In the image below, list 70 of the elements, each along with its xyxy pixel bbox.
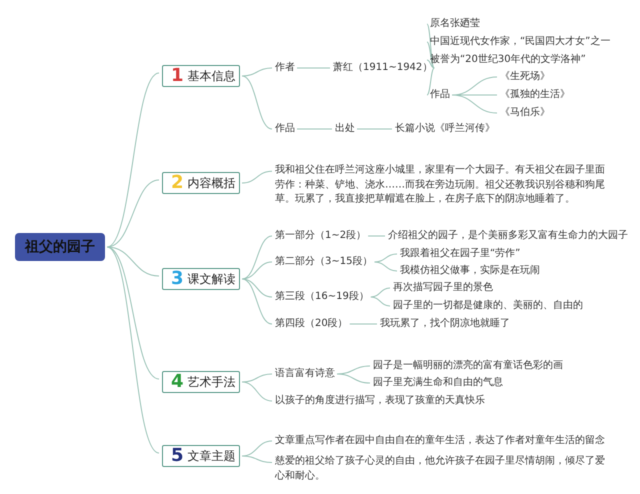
topic-text: 萧红（1911~1942）	[333, 60, 432, 76]
branch-title: 文章主题	[188, 448, 236, 464]
connector-line	[452, 94, 498, 114]
connector-line	[242, 236, 272, 280]
topic-text: 第三段（16~19段）	[275, 290, 369, 304]
branch-box	[162, 65, 240, 87]
connector-line	[426, 60, 435, 68]
connector-line	[374, 262, 398, 272]
topic-text: 语言富有诗意	[275, 366, 335, 382]
topic-text: 作品	[430, 88, 450, 102]
topic-text: 园子里充满生命和自由的气息	[373, 376, 503, 390]
connector-line	[242, 278, 272, 298]
topic-text: 以孩子的角度进行描写，表现了孩童的天真快乐	[275, 394, 485, 408]
section-number: 1	[171, 67, 184, 85]
connector-line	[106, 180, 160, 248]
connector-line	[106, 246, 160, 276]
section-number: 5	[171, 447, 184, 465]
topic-text: 作品	[275, 122, 295, 136]
connector-line	[106, 246, 160, 380]
connector-line	[106, 72, 160, 248]
topic-text: 园子里的一切都是健康的、美丽的、自由的	[393, 298, 583, 314]
connector-line	[370, 288, 390, 298]
section-number: 2	[171, 174, 184, 192]
section-number: 3	[171, 270, 184, 288]
connector-line	[426, 42, 435, 68]
topic-text: 第四段（20段）	[275, 316, 348, 332]
topic-text: 《生死场》	[500, 70, 550, 84]
topic-text: 园子是一幅明丽的漂亮的富有童话色彩的画	[373, 358, 563, 374]
branch-box	[162, 371, 240, 393]
topic-text: 文章重点写作者在园中自由自在的童年生活，表达了作者对童年生活的留念	[275, 434, 605, 448]
central-topic-box: 祖父的园子	[15, 233, 105, 261]
topic-paragraph: 慈爱的祖父给了孩子心灵的自由，他允许孩子在园子里尽情胡闹，倾尽了爱心和耐心。	[275, 454, 610, 484]
branch-box	[162, 172, 240, 194]
connector-line	[242, 382, 272, 402]
topic-text: 介绍祖父的园子，是个美丽多彩又富有生命力的大园子	[388, 228, 628, 244]
connector-line	[242, 76, 272, 130]
connector-line	[370, 296, 390, 306]
topic-text: 我跟着祖父在园子里“劳作”	[400, 246, 520, 262]
connector-line	[426, 68, 435, 96]
branch-title: 艺术手法	[188, 374, 236, 390]
connector-line	[242, 262, 272, 280]
topic-text: 被誉为“20世纪30年代的文学洛神”	[430, 52, 586, 68]
branch-title: 课文解读	[188, 270, 236, 288]
connector-line	[106, 246, 160, 454]
topic-text: 第二部分（3~15段）	[275, 254, 372, 270]
topic-text: 第一部分（1~2段）	[275, 228, 366, 244]
connector-line	[296, 128, 332, 130]
branch-box	[162, 445, 240, 467]
connector-line	[242, 278, 272, 324]
section-number: 4	[171, 373, 184, 391]
topic-text: 再次描写园子里的景色	[393, 280, 493, 296]
connector-line	[242, 456, 272, 463]
topic-text: 原名张廼莹	[430, 16, 480, 32]
branch-title: 基本信息	[188, 68, 236, 84]
connector-line	[242, 68, 272, 76]
topic-text: 我玩累了，找个阴凉地就睡了	[380, 316, 510, 332]
topic-text: 我模仿祖父做事，实际是在玩闹	[400, 264, 540, 278]
connector-line	[426, 24, 435, 68]
branch-title: 内容概括	[188, 174, 236, 192]
connector-line	[356, 128, 392, 130]
topic-paragraph: 我和祖父住在呼兰河这座小城里，家里有一个大园子。有天祖父在园子里面劳作：种菜、铲地、浇水……而我在旁边玩闹。祖父还教我识别谷穗和狗尾草。玩累了，我直接把草帽遮在脸上，在房子底下的阴凉地睡着了。	[275, 163, 610, 207]
topic-text: 作者	[275, 60, 295, 76]
branch-box	[162, 268, 240, 290]
connector-line	[242, 170, 272, 184]
connector-line	[336, 374, 370, 384]
topic-text: 《孤独的生活》	[500, 88, 570, 102]
topic-text: 中国近现代女作家，“民国四大才女”之一	[430, 34, 610, 50]
topic-text: 出处	[335, 122, 355, 136]
topic-text: 《马伯乐》	[500, 106, 550, 120]
topic-text: 长篇小说《呼兰河传》	[395, 122, 495, 136]
